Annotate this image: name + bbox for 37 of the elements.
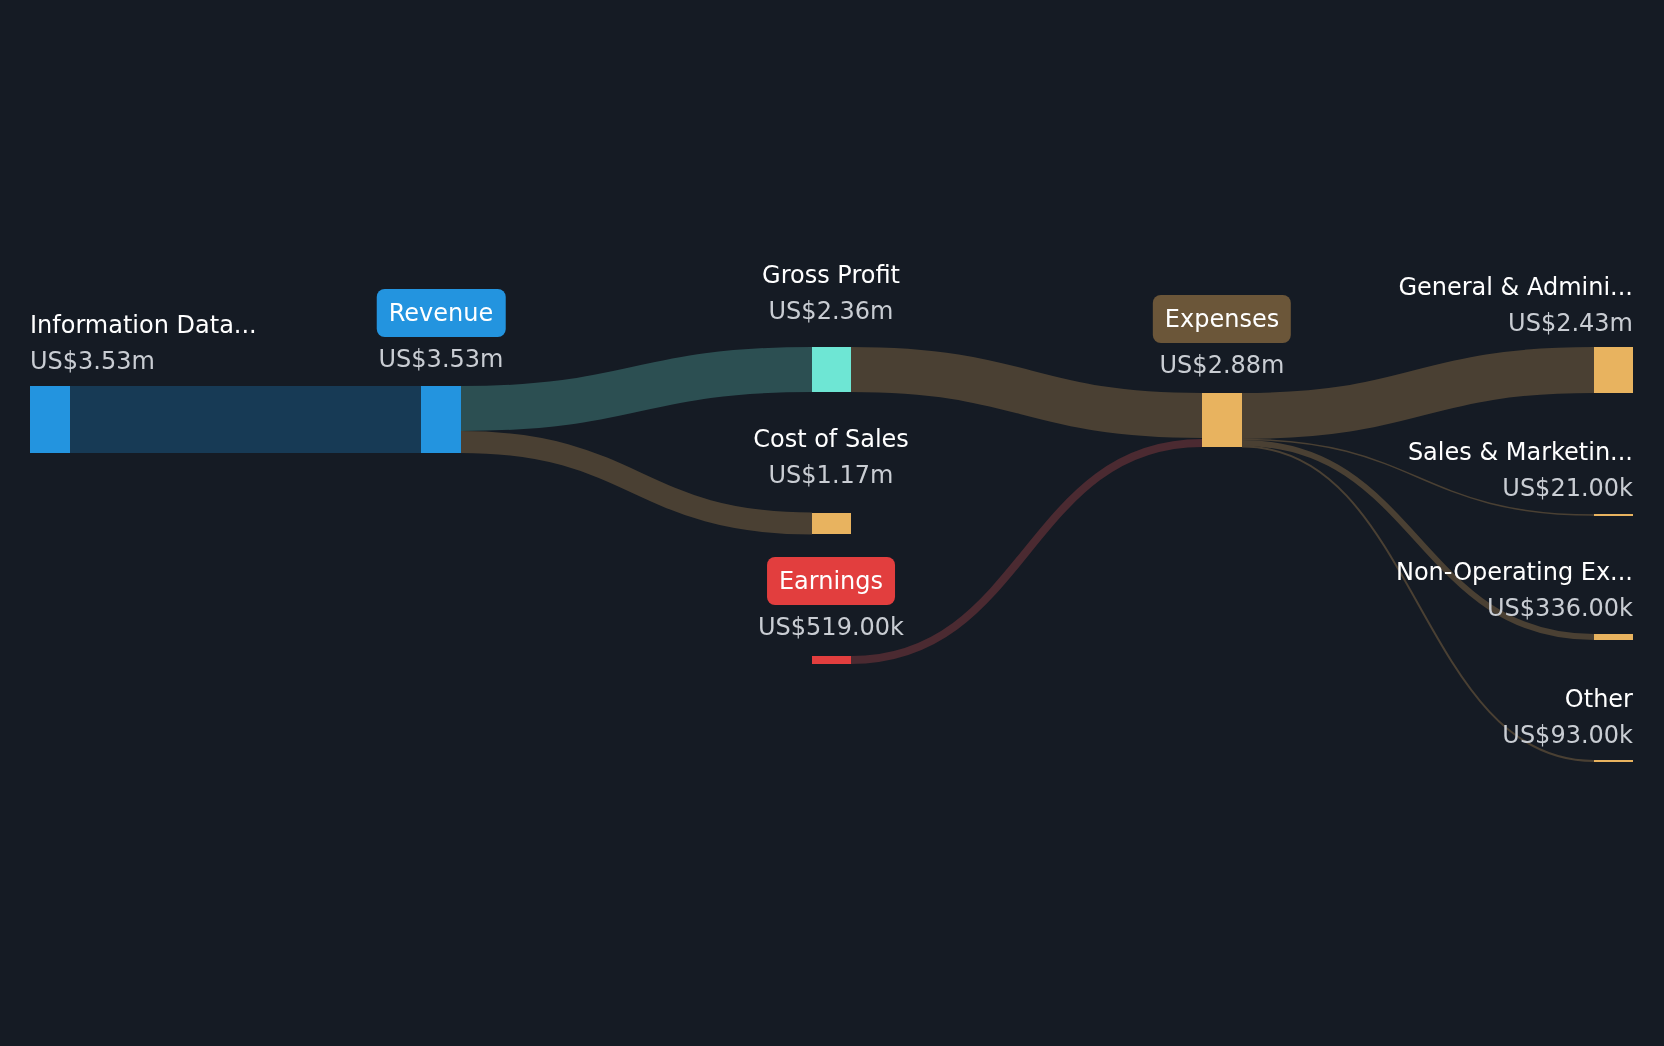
node-label: Gross Profit [762, 260, 900, 291]
node-tag: Expenses [1152, 295, 1292, 343]
value-label: US$3.53m [30, 346, 155, 377]
flow-band [460, 347, 813, 431]
value-label: US$1.17m [768, 460, 894, 491]
sankey-node-bar [1594, 634, 1633, 640]
flow-band [1241, 440, 1595, 640]
flow-band [1241, 438, 1595, 516]
value-label: US$21.00k [1502, 473, 1633, 504]
value-label: US$2.43m [1508, 308, 1633, 339]
value-label: US$2.88m [1159, 350, 1285, 381]
flow-band [850, 439, 1203, 664]
node-label: Cost of Sales [753, 424, 909, 455]
value-label: US$2.36m [768, 296, 894, 327]
sankey-node-bar [812, 347, 851, 392]
value-label: US$3.53m [378, 344, 504, 375]
sankey-node-bar [421, 386, 461, 453]
value-label: US$519.00k [758, 612, 904, 643]
sankey-node-bar [812, 513, 851, 534]
sankey-node-bar [1594, 347, 1633, 393]
node-tag: Earnings [766, 557, 896, 605]
flow-band [850, 347, 1203, 438]
flow-band [460, 431, 813, 535]
node-label: Information Data... [30, 310, 257, 341]
node-label: Non-Operating Ex... [1395, 557, 1633, 588]
flow-band [1241, 347, 1595, 439]
sankey-node-bar [1202, 393, 1242, 447]
node-tag: Revenue [376, 289, 506, 337]
sankey-node-bar [30, 386, 70, 453]
node-label: Sales & Marketin... [1407, 437, 1633, 468]
value-label: US$93.00k [1502, 720, 1633, 751]
value-label: US$336.00k [1487, 593, 1633, 624]
node-label: General & Admini... [1398, 272, 1633, 303]
node-label: Other [1564, 684, 1633, 715]
flow-band [70, 386, 421, 453]
flow-band [1241, 445, 1595, 762]
sankey-node-bar [812, 656, 851, 664]
